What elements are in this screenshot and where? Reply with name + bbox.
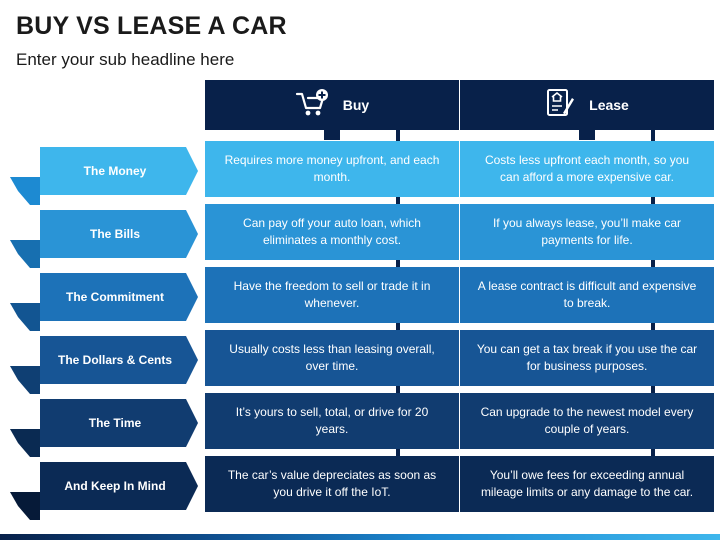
row-ribbon <box>10 147 198 205</box>
lease-contract-icon <box>545 87 575 124</box>
row-label: The Money <box>10 147 200 205</box>
lease-cell: Can upgrade to the newest model every co… <box>460 393 714 449</box>
row-label-text: The Time <box>88 416 142 430</box>
row-label-text: And Keep In Mind <box>64 479 166 493</box>
buy-cell: It’s yours to sell, total, or drive for … <box>205 393 459 449</box>
buy-cell: Can pay off your auto loan, which elimin… <box>205 204 459 260</box>
buy-cell: Have the freedom to sell or trade it in … <box>205 267 459 323</box>
row-label: The Commitment <box>10 273 200 331</box>
lease-cell: You can get a tax break if you use the c… <box>460 330 714 386</box>
shopping-cart-plus-icon <box>295 88 329 123</box>
row-label-text: The Bills <box>89 227 140 241</box>
row-label: The Time <box>10 399 200 457</box>
row-label: And Keep In Mind <box>10 462 200 520</box>
row-label-text: The Dollars & Cents <box>57 353 173 367</box>
row-ribbon <box>10 462 198 520</box>
lease-cell: If you always lease, you’ll make car pay… <box>460 204 714 260</box>
page-title: BUY VS LEASE A CAR <box>16 12 287 40</box>
lease-cell: Costs less upfront each month, so you ca… <box>460 141 714 197</box>
bottom-gradient-bar <box>0 534 720 540</box>
lease-cell: A lease contract is difficult and expens… <box>460 267 714 323</box>
lease-cell: You’ll owe fees for exceeding annual mil… <box>460 456 714 512</box>
buy-cell: Usually costs less than leasing overall,… <box>205 330 459 386</box>
page-subtitle: Enter your sub headline here <box>16 50 235 69</box>
buy-column-header: Buy <box>205 80 459 140</box>
row-ribbon <box>10 399 198 457</box>
buy-cell: Requires more money upfront, and each mo… <box>205 141 459 197</box>
row-label-text: The Commitment <box>65 290 164 304</box>
buy-cell: The car’s value depreciates as soon as y… <box>205 456 459 512</box>
row-ribbon <box>10 210 198 268</box>
row-label-text: The Money <box>83 164 147 178</box>
lease-column-label: Lease <box>589 97 629 113</box>
lease-column-header: Lease <box>460 80 714 140</box>
row-ribbon <box>10 273 198 331</box>
row-label: The Bills <box>10 210 200 268</box>
row-label: The Dollars & Cents <box>10 336 200 394</box>
buy-column-label: Buy <box>342 97 370 113</box>
row-ribbon <box>10 336 198 394</box>
